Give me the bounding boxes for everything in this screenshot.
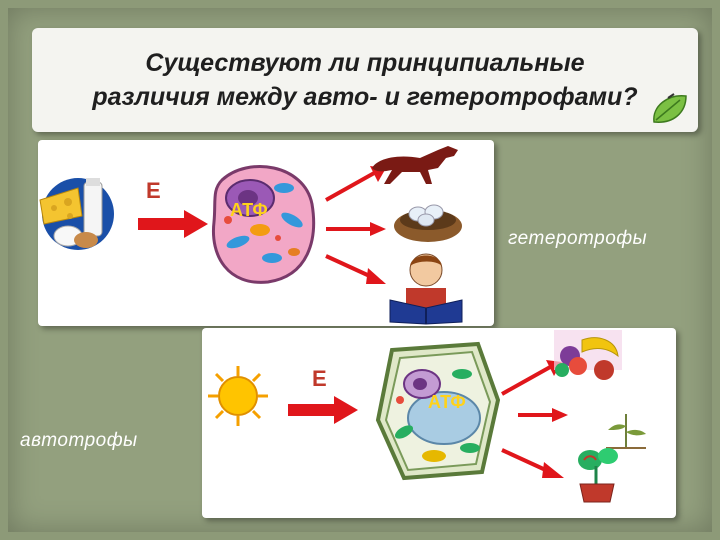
sun-icon bbox=[208, 366, 268, 426]
dog-icon bbox=[372, 146, 458, 184]
heterotroph-panel: Е АТФ bbox=[38, 140, 494, 326]
energy-arrow bbox=[138, 210, 208, 238]
energy-arrow-auto bbox=[288, 396, 358, 424]
heterotrophs-caption: гетеротрофы bbox=[508, 228, 648, 249]
plant-cell-icon bbox=[375, 341, 501, 481]
autotrophs-caption: автотрофы bbox=[20, 430, 138, 451]
fruits-icon bbox=[554, 330, 622, 380]
potted-plant-icon bbox=[578, 448, 618, 503]
seedling-icon bbox=[606, 414, 646, 449]
arrow-to-seedling bbox=[518, 408, 568, 422]
food-icon bbox=[39, 178, 114, 250]
arrow-to-boy bbox=[325, 254, 386, 284]
title-box: Существуют ли принципиальные различия ме… bbox=[32, 28, 698, 132]
bird-nest-icon bbox=[394, 204, 462, 242]
arrow-to-potted-plant bbox=[501, 448, 564, 478]
reading-boy-icon bbox=[389, 253, 463, 325]
energy-label-auto: Е bbox=[312, 366, 327, 391]
energy-label: Е bbox=[146, 178, 161, 203]
atp-label: АТФ bbox=[230, 200, 268, 220]
animal-cell-icon bbox=[211, 165, 316, 284]
title-line-2: различия между авто- и гетеротрофами? bbox=[92, 83, 638, 111]
leaf-icon bbox=[653, 93, 687, 123]
slide-title: Существуют ли принципиальные различия ме… bbox=[32, 46, 698, 114]
arrow-to-nest bbox=[326, 222, 386, 236]
atp-label-auto: АТФ bbox=[428, 392, 466, 412]
title-line-1: Существуют ли принципиальные bbox=[145, 49, 585, 77]
autotroph-panel: Е АТФ bbox=[202, 328, 676, 518]
